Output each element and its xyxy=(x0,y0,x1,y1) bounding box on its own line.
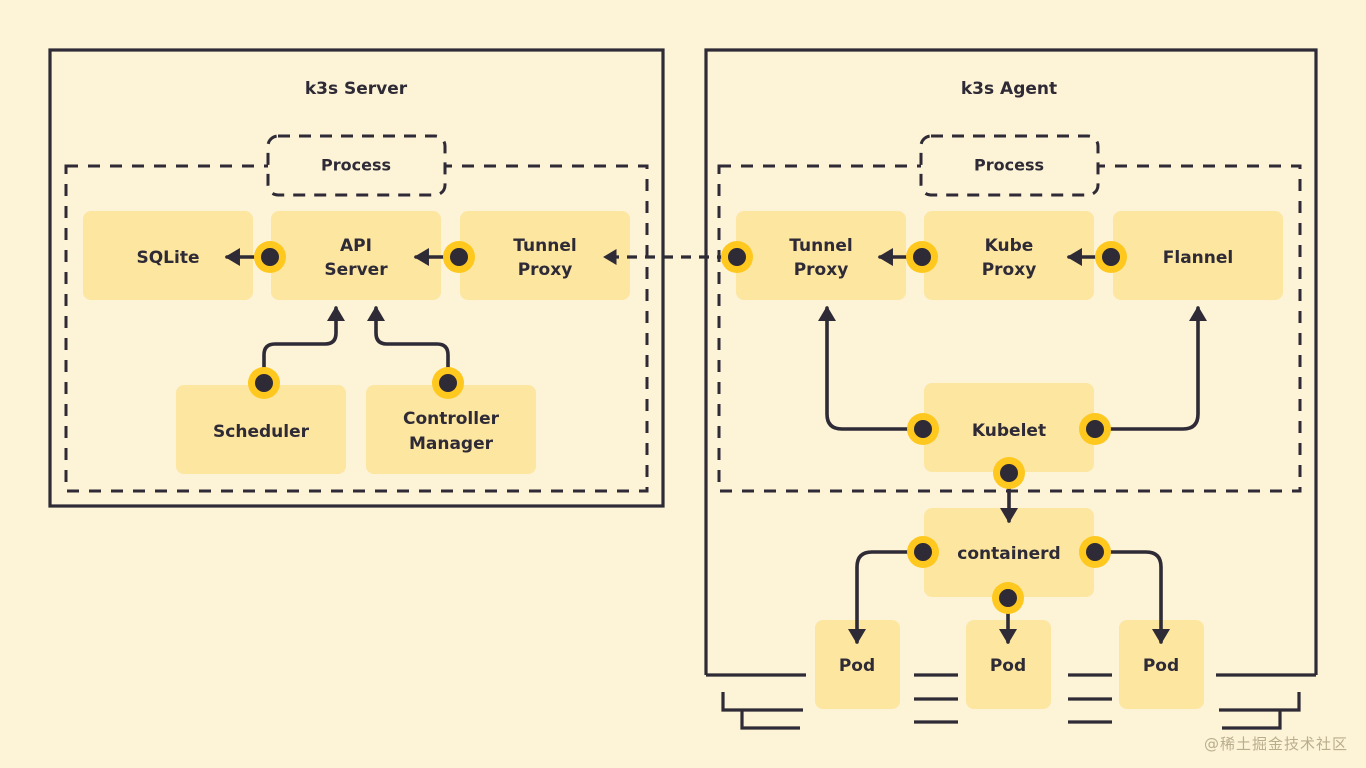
connector-containerd-to-pod-3 xyxy=(1105,550,1170,645)
connector-dot-agent-tunnel-proxy-left xyxy=(721,241,753,273)
connector-dot-kubelet-bottom xyxy=(993,457,1025,489)
connector-dot-kube-proxy-left xyxy=(906,241,938,273)
connector-kubelet-to-flannel xyxy=(1105,305,1207,431)
group-title-k3s-agent: k3s Agent xyxy=(961,79,1057,99)
node-label-api-server-line2: Server xyxy=(324,260,388,280)
node-box-server-tunnel-proxy[interactable] xyxy=(460,211,630,300)
process-chip-agent xyxy=(919,134,1100,197)
node-box-pod-1[interactable] xyxy=(815,620,900,709)
connector-dot-flannel-left xyxy=(1095,241,1127,273)
pod-bracket-left-2 xyxy=(721,692,803,712)
pod-bracket-right-3 xyxy=(1222,710,1282,730)
node-box-api-server[interactable] xyxy=(271,211,441,300)
connector-dot-kubelet-left xyxy=(907,413,939,445)
node-label-api-server-line1: API xyxy=(340,236,372,256)
node-box-scheduler[interactable] xyxy=(176,385,346,474)
node-box-controller-manager[interactable] xyxy=(366,385,536,474)
process-chip-server xyxy=(266,134,447,197)
node-label-pod-2: Pod xyxy=(990,656,1026,676)
node-label-kubelet: Kubelet xyxy=(972,421,1046,441)
process-label-agent: Process xyxy=(974,156,1044,175)
connector-scheduler-to-api-server xyxy=(262,305,345,385)
node-box-pod-3[interactable] xyxy=(1119,620,1204,709)
connector-dot-scheduler-top xyxy=(248,367,280,399)
watermark: @稀土掘金技术社区 xyxy=(1203,735,1348,753)
node-box-pod-2[interactable] xyxy=(966,620,1051,709)
node-label-kube-proxy-line2: Proxy xyxy=(982,260,1037,280)
group-border-k3s-agent xyxy=(704,48,1318,675)
connector-dot-controller-manager-top xyxy=(432,367,464,399)
node-label-controller-manager-line1: Controller xyxy=(403,409,500,429)
node-label-containerd: containerd xyxy=(957,544,1060,564)
node-box-sqlite[interactable] xyxy=(83,211,253,300)
connector-dot-kubelet-right xyxy=(1079,413,1111,445)
node-box-containerd[interactable] xyxy=(924,508,1094,597)
connector-controller-manager-to-api-server xyxy=(367,305,450,385)
node-label-server-tunnel-proxy-line2: Proxy xyxy=(518,260,573,280)
node-label-agent-tunnel-proxy-line2: Proxy xyxy=(794,260,849,280)
pod-bracket-left-3 xyxy=(740,710,800,730)
node-label-pod-3: Pod xyxy=(1143,656,1179,676)
node-label-controller-manager-line2: Manager xyxy=(409,434,494,454)
node-box-flannel[interactable] xyxy=(1113,211,1283,300)
node-label-flannel: Flannel xyxy=(1163,248,1233,268)
node-label-pod-1: Pod xyxy=(839,656,875,676)
node-label-scheduler: Scheduler xyxy=(213,422,310,442)
connector-dot-containerd-bottom xyxy=(992,582,1024,614)
process-label-server: Process xyxy=(321,156,391,175)
connector-dot-containerd-left xyxy=(907,536,939,568)
node-box-agent-tunnel-proxy[interactable] xyxy=(736,211,906,300)
connector-kubelet-to-agent-tunnel-proxy xyxy=(818,305,913,431)
group-border-k3s-server xyxy=(48,48,665,508)
connector-dot-server-tunnel-proxy-left xyxy=(443,241,475,273)
connector-dot-api-server-left xyxy=(254,241,286,273)
node-label-server-tunnel-proxy-line1: Tunnel xyxy=(513,236,576,256)
node-label-kube-proxy-line1: Kube xyxy=(985,236,1034,256)
connector-containerd-to-pod-1 xyxy=(848,550,913,645)
pod-bracket-right-2 xyxy=(1219,692,1301,712)
node-label-sqlite: SQLite xyxy=(136,248,199,268)
group-title-k3s-server: k3s Server xyxy=(305,79,408,99)
node-label-agent-tunnel-proxy-line1: Tunnel xyxy=(789,236,852,256)
connector-dot-containerd-right xyxy=(1079,536,1111,568)
node-box-kubelet[interactable] xyxy=(924,383,1094,472)
node-box-kube-proxy[interactable] xyxy=(924,211,1094,300)
